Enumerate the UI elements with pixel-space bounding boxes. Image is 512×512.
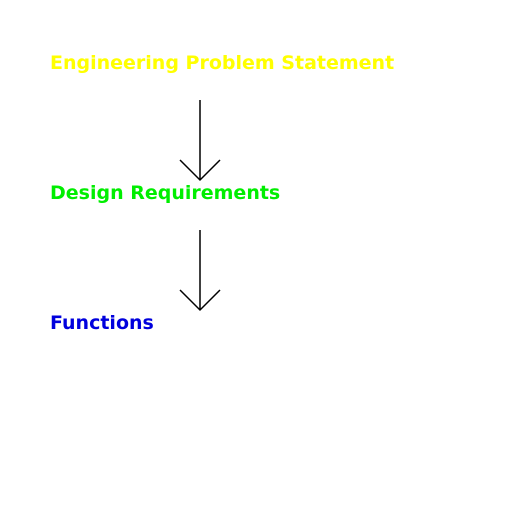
node-functions: Functions — [50, 312, 154, 334]
arrow-head — [179, 159, 221, 182]
arrow-head — [179, 289, 221, 312]
arrow-problem-to-requirements — [179, 100, 221, 182]
arrow-requirements-to-functions — [179, 230, 221, 312]
node-design-requirements: Design Requirements — [50, 182, 281, 204]
node-engineering-problem-statement: Engineering Problem Statement — [50, 52, 395, 74]
